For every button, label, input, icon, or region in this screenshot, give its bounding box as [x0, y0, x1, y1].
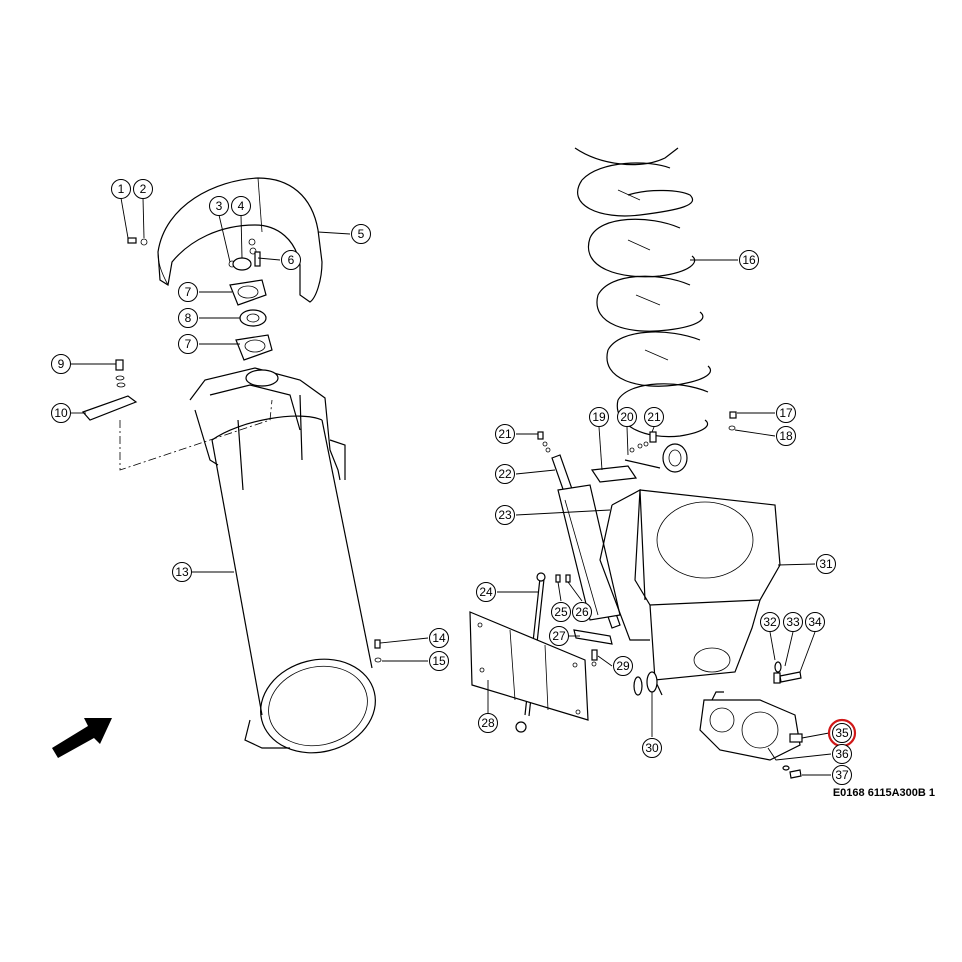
bolt-34	[773, 671, 802, 684]
svg-text:31: 31	[819, 557, 833, 571]
svg-text:10: 10	[54, 406, 68, 420]
bearing-flange-upper	[229, 279, 267, 306]
callout-18[interactable]: 18	[776, 426, 796, 446]
callout-31[interactable]: 31	[816, 554, 836, 574]
deflector-plate	[469, 611, 589, 721]
svg-text:7: 7	[185, 337, 192, 351]
callout-3[interactable]: 3	[209, 196, 229, 216]
auger-flighting	[574, 147, 712, 473]
svg-text:36: 36	[835, 747, 849, 761]
side-plate	[557, 484, 621, 621]
discharge-tube	[211, 415, 376, 754]
callout-34[interactable]: 34	[805, 612, 825, 632]
callout-17[interactable]: 17	[776, 403, 796, 423]
svg-text:29: 29	[616, 659, 630, 673]
callout-4[interactable]: 4	[231, 196, 251, 216]
callout-23[interactable]: 23	[495, 505, 515, 525]
auger-housing	[599, 489, 781, 696]
drawing-code: E0168 6115A300B 1	[833, 787, 935, 799]
callout-5[interactable]: 5	[351, 224, 371, 244]
bearing-flange-lower	[235, 334, 273, 361]
svg-text:6: 6	[288, 253, 295, 267]
callout-21b[interactable]: 21	[495, 424, 515, 444]
rings-30	[633, 671, 658, 696]
svg-text:14: 14	[432, 631, 446, 645]
discharge-hood	[157, 177, 323, 303]
svg-text:19: 19	[592, 410, 606, 424]
callout-20[interactable]: 20	[617, 407, 637, 427]
bolt-29	[591, 649, 598, 667]
bolt-17-18	[728, 411, 737, 431]
svg-text:1: 1	[118, 182, 125, 196]
callout-8[interactable]: 8	[178, 308, 198, 328]
svg-text:22: 22	[498, 467, 512, 481]
svg-text:20: 20	[620, 410, 634, 424]
svg-text:26: 26	[575, 605, 589, 619]
callout-1[interactable]: 1	[111, 179, 131, 199]
callout-15[interactable]: 15	[429, 651, 449, 671]
svg-text:2: 2	[140, 182, 147, 196]
svg-text:34: 34	[808, 615, 822, 629]
callout-29[interactable]: 29	[613, 656, 633, 676]
callout-14[interactable]: 14	[429, 628, 449, 648]
svg-text:5: 5	[358, 227, 365, 241]
hardware-small-parts-top	[127, 237, 261, 271]
svg-text:27: 27	[552, 629, 566, 643]
callout-22[interactable]: 22	[495, 464, 515, 484]
svg-text:15: 15	[432, 654, 446, 668]
callout-19[interactable]: 19	[589, 407, 609, 427]
callout-21a[interactable]: 21	[644, 407, 664, 427]
shim-plate	[590, 465, 638, 483]
callout-16[interactable]: 16	[739, 250, 759, 270]
callout-28[interactable]: 28	[478, 713, 498, 733]
svg-text:28: 28	[481, 716, 495, 730]
svg-text:13: 13	[175, 565, 189, 579]
callout-10[interactable]: 10	[51, 403, 71, 423]
svg-text:33: 33	[786, 615, 800, 629]
svg-text:37: 37	[835, 768, 849, 782]
svg-text:7: 7	[185, 285, 192, 299]
shaft-pins	[537, 431, 661, 469]
tube-support-frame	[189, 367, 346, 491]
svg-text:16: 16	[742, 253, 756, 267]
callout-7a[interactable]: 7	[178, 282, 198, 302]
callout-25[interactable]: 25	[551, 602, 571, 622]
callout-24[interactable]: 24	[476, 582, 496, 602]
svg-text:24: 24	[479, 585, 493, 599]
callout-30[interactable]: 30	[642, 738, 662, 758]
arrow-icon	[52, 718, 112, 758]
bearing	[239, 309, 267, 327]
svg-text:21: 21	[498, 427, 512, 441]
spacer-bar	[573, 629, 613, 645]
callout-33[interactable]: 33	[783, 612, 803, 632]
callout-6[interactable]: 6	[281, 250, 301, 270]
svg-text:30: 30	[645, 741, 659, 755]
bracket-plate	[81, 359, 138, 421]
callout-27[interactable]: 27	[549, 626, 569, 646]
callout-7b[interactable]: 7	[178, 334, 198, 354]
callout-36[interactable]: 36	[832, 744, 852, 764]
callout-2[interactable]: 2	[133, 179, 153, 199]
svg-text:4: 4	[238, 199, 245, 213]
leader-lines	[71, 197, 832, 776]
svg-text:8: 8	[185, 311, 192, 325]
gearbox	[699, 691, 803, 761]
svg-text:3: 3	[216, 199, 223, 213]
svg-text:25: 25	[554, 605, 568, 619]
callout-35-highlighted[interactable]: 35	[827, 718, 857, 748]
callout-37[interactable]: 37	[832, 765, 852, 785]
svg-text:21: 21	[647, 410, 661, 424]
callout-26[interactable]: 26	[572, 602, 592, 622]
svg-text:18: 18	[779, 429, 793, 443]
svg-text:32: 32	[763, 615, 777, 629]
svg-text:17: 17	[779, 406, 793, 420]
callout-9[interactable]: 9	[51, 354, 71, 374]
tube-bolts	[374, 639, 382, 663]
svg-text:23: 23	[498, 508, 512, 522]
svg-text:9: 9	[58, 357, 65, 371]
callout-13[interactable]: 13	[172, 562, 192, 582]
svg-text:35: 35	[835, 726, 849, 740]
callout-32[interactable]: 32	[760, 612, 780, 632]
